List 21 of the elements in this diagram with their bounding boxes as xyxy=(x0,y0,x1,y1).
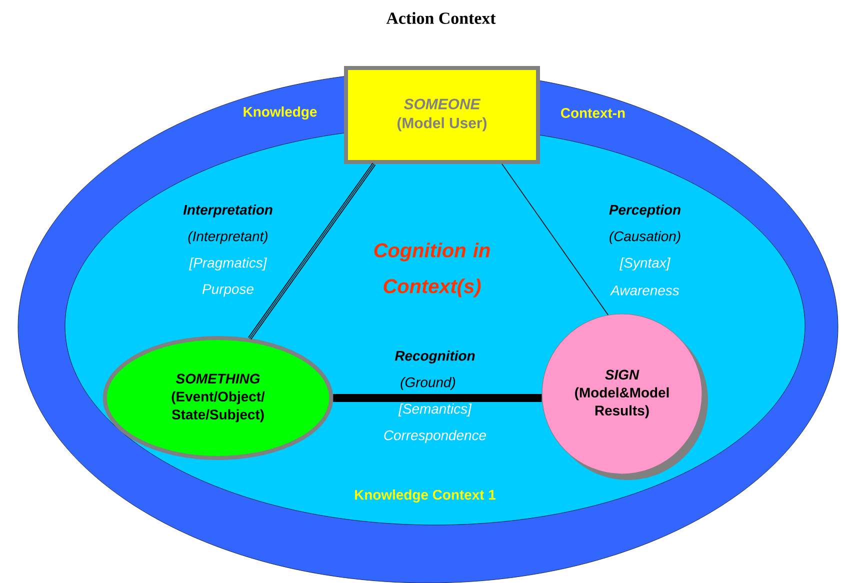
edge-label-text: (Ground) xyxy=(400,377,456,390)
edge-label-text: Awareness xyxy=(610,286,680,296)
edge-label-text: (Interpretant) xyxy=(188,231,268,244)
center-title: Cognition in Context(s) xyxy=(374,242,490,298)
context-label: Knowledge xyxy=(244,106,317,120)
context-label: Knowledge Context 1 xyxy=(355,489,496,503)
edge-label-heading: Recognition xyxy=(394,350,475,364)
edge-label-heading: Interpretation xyxy=(183,204,272,218)
edge-label-heading: Perception xyxy=(609,204,680,218)
edge-label-text: [Semantics] xyxy=(398,404,472,416)
edge-label-text: [Syntax] xyxy=(620,258,670,270)
connector-line xyxy=(248,162,376,340)
edge-label-text: Correspondence xyxy=(384,430,486,443)
edge-label-text: Purpose xyxy=(202,284,254,297)
edge-label-text: [Pragmatics] xyxy=(188,258,268,270)
title: Action Context xyxy=(386,12,496,24)
context-label: Context-n xyxy=(561,108,625,118)
edge-label-text: (Causation) xyxy=(610,231,680,244)
person-box: SOMEONE (Model User) xyxy=(344,66,540,164)
connector-line xyxy=(333,394,542,402)
connector-line xyxy=(502,164,608,316)
